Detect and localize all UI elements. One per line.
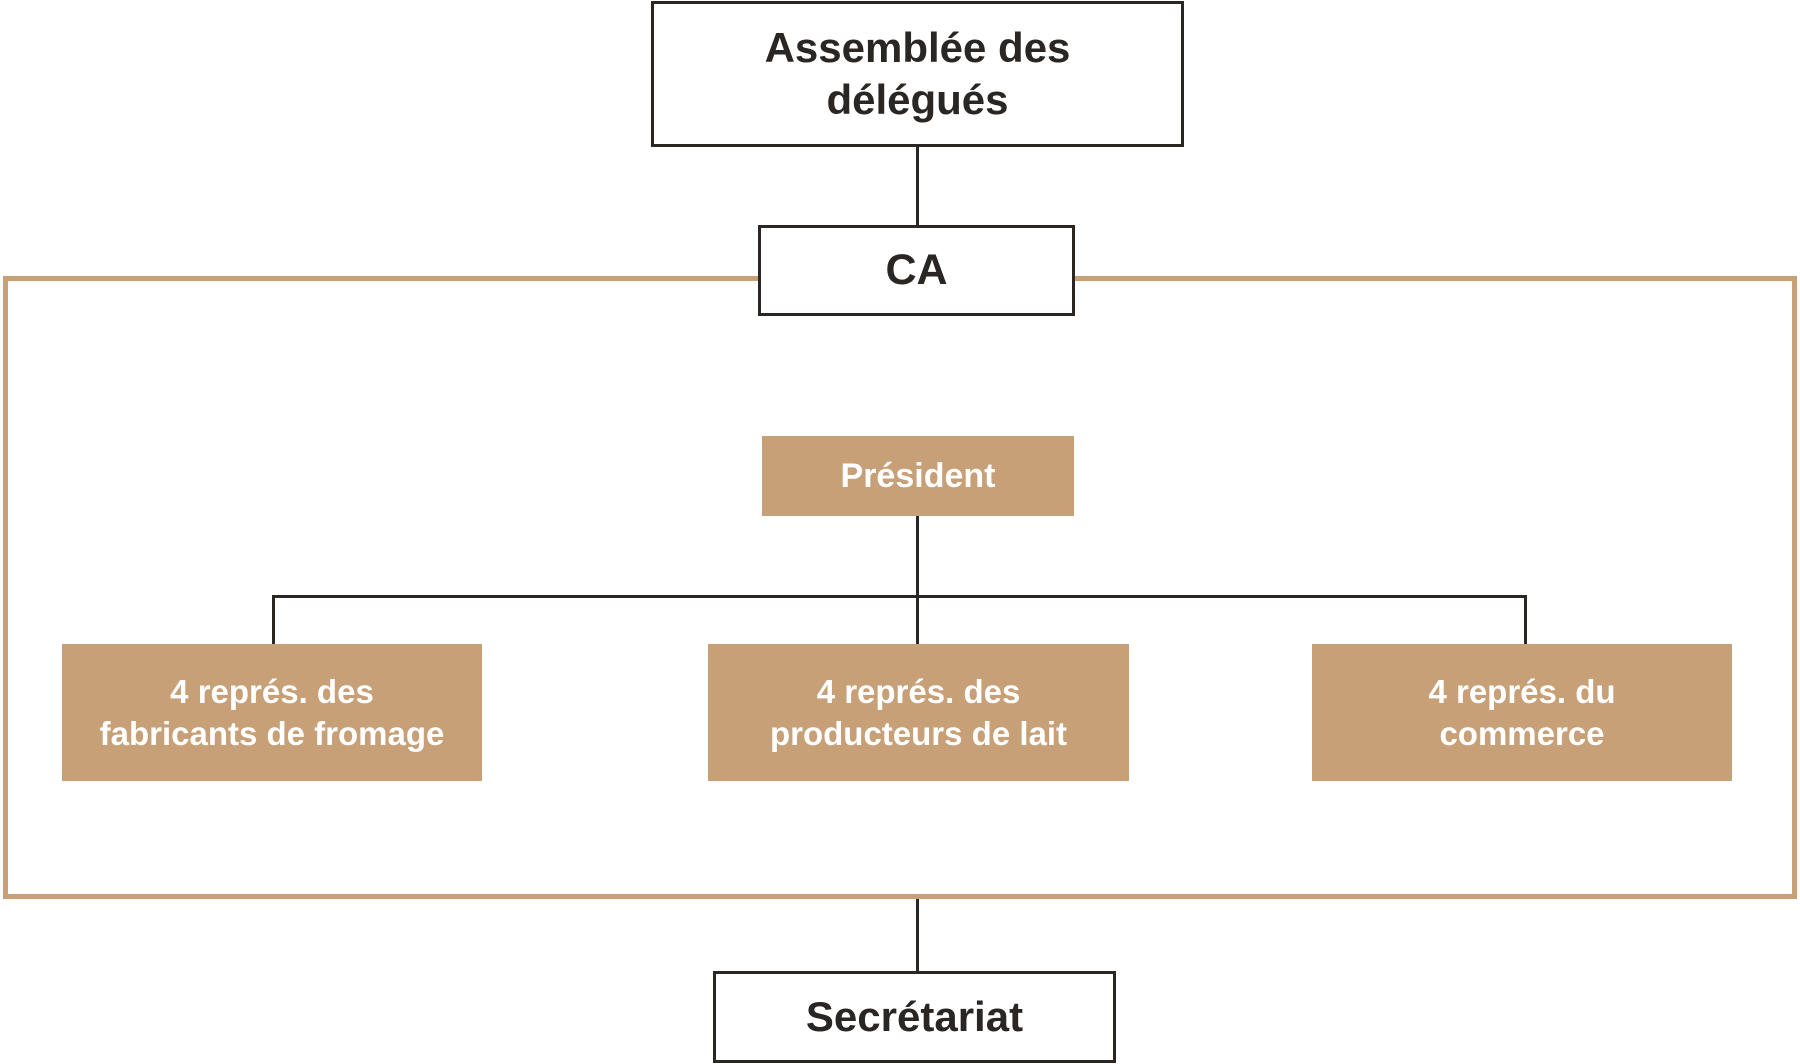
board-label: CA — [885, 246, 948, 294]
secretariat-box: Secrétariat — [713, 971, 1116, 1063]
connector-president-to-branch — [916, 515, 919, 597]
board-box: CA — [758, 225, 1075, 316]
assembly-box: Assemblée des délégués — [651, 1, 1184, 147]
connector-branch-left — [272, 595, 275, 645]
connector-branch-center — [916, 595, 919, 645]
connector-branch-horizontal — [272, 595, 1527, 598]
member-box-milk-producers: 4 représ. des producteurs de lait — [708, 644, 1129, 781]
secretariat-label: Secrétariat — [805, 993, 1024, 1040]
member-label-cheesemakers: 4 représ. des fabricants de fromage — [99, 672, 445, 752]
connector-branch-right — [1524, 595, 1527, 645]
president-box: Président — [762, 436, 1074, 516]
member-label-commerce: 4 représ. du commerce — [1428, 672, 1616, 752]
connector-board-to-secretariat — [916, 899, 919, 973]
member-label-milk-producers: 4 représ. des producteurs de lait — [769, 672, 1068, 752]
president-label: Président — [840, 456, 996, 495]
member-box-commerce: 4 représ. du commerce — [1312, 644, 1732, 781]
connector-assembly-to-board — [916, 146, 919, 226]
board-group-frame — [3, 276, 1797, 899]
assembly-label: Assemblée des délégués — [764, 24, 1071, 123]
member-box-cheesemakers: 4 représ. des fabricants de fromage — [62, 644, 482, 781]
